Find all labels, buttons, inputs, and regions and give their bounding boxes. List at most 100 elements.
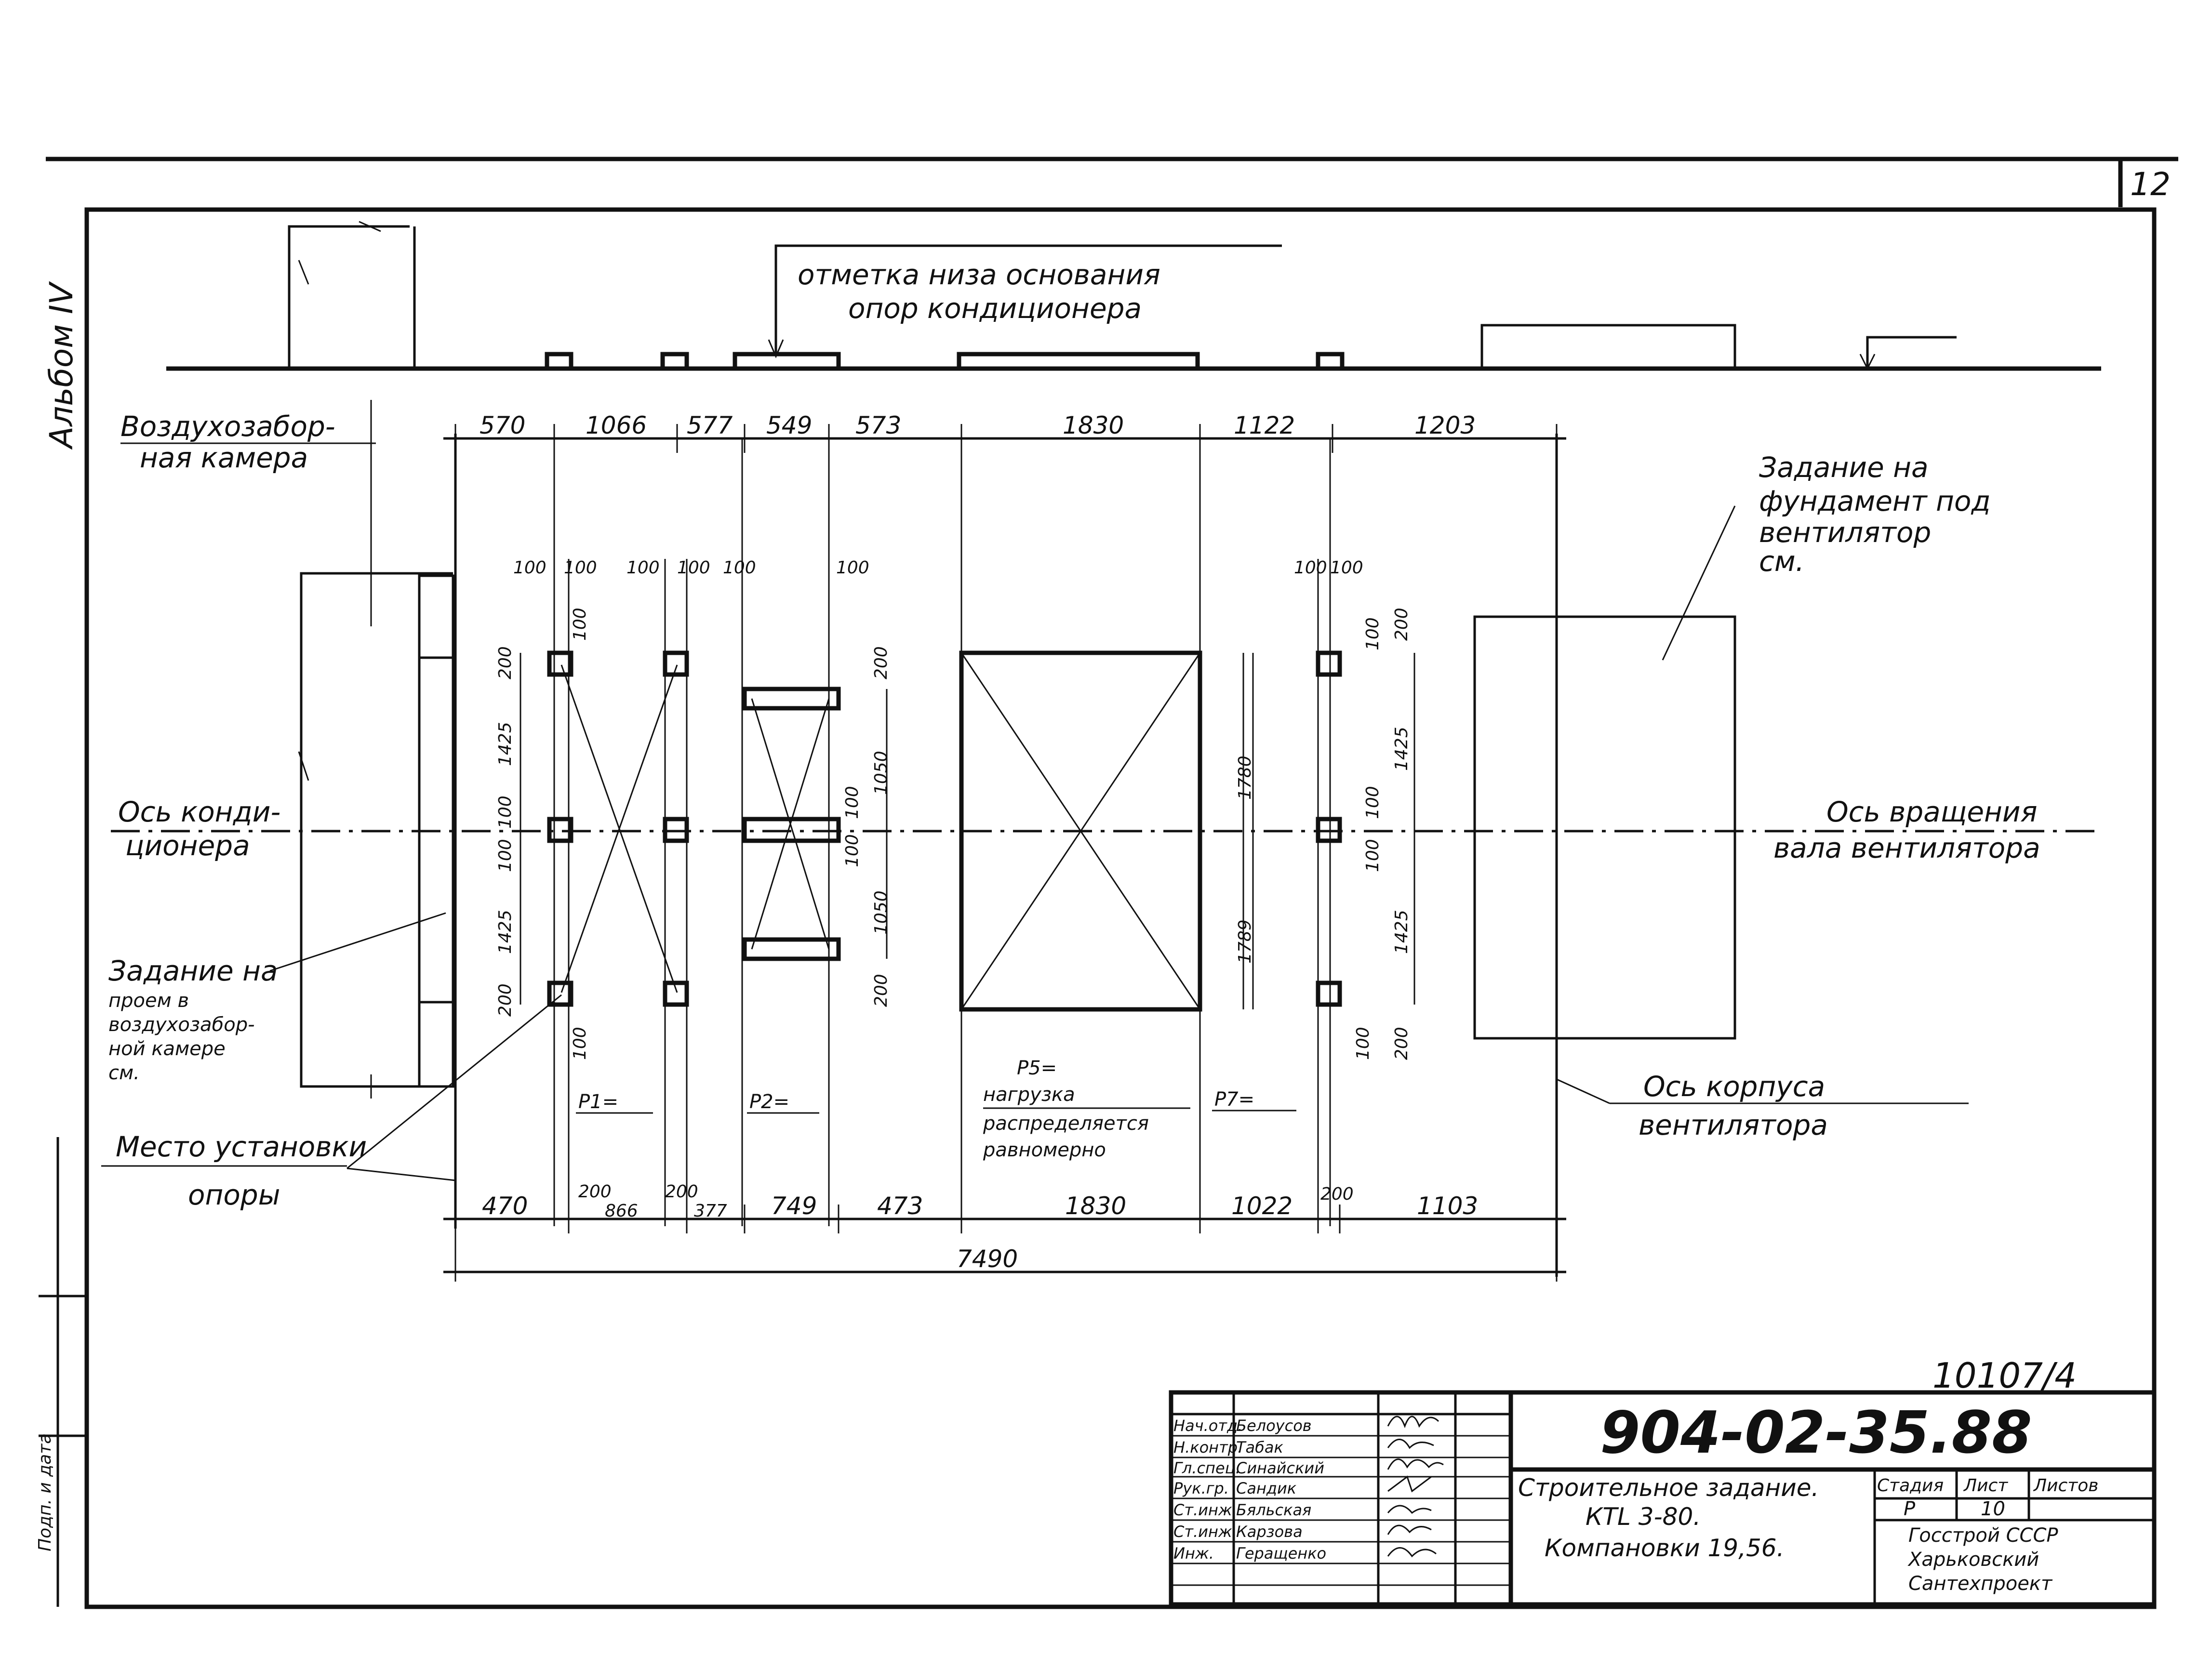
housing-label-1: Ось корпуса: [1643, 1070, 1825, 1103]
opening-leader: [269, 912, 446, 972]
opening-label-1: Задание на: [108, 954, 278, 987]
dim-top-4: 549: [766, 411, 812, 439]
title-block: [1169, 1390, 2157, 1607]
svg-text:100: 100: [495, 839, 515, 872]
svg-text:1425: 1425: [495, 722, 515, 766]
dim-bottom-6: 749: [771, 1192, 817, 1220]
name-6: Карзова: [1236, 1523, 1303, 1541]
intake-label-2: ная камера: [140, 441, 308, 474]
svg-text:100: 100: [513, 558, 546, 578]
title-line-2: КТL 3-80.: [1586, 1503, 1701, 1531]
sheet-value: 10: [1981, 1498, 2005, 1520]
svg-text:100: 100: [570, 1027, 590, 1060]
svg-text:1050: 1050: [871, 890, 891, 935]
housing-leader: [1556, 1078, 1610, 1104]
dim-bottom-9: 1022: [1231, 1192, 1293, 1220]
dim-top-2: 1066: [586, 411, 647, 439]
svg-text:100: 100: [842, 786, 862, 819]
fan-task-label-1: Задание на: [1759, 451, 1929, 484]
svg-text:100: 100: [723, 558, 756, 578]
dim-top-3: 577: [687, 411, 733, 439]
name-4: Сандик: [1236, 1479, 1297, 1497]
ac-axis-label-2: ционера: [125, 829, 250, 862]
name-5: Бяльская: [1236, 1501, 1311, 1519]
svg-text:200: 200: [1392, 1027, 1412, 1060]
fan-task-label-4: см.: [1759, 545, 1804, 578]
dim-top-1: 570: [480, 411, 525, 439]
title-line-1: Строительное задание.: [1518, 1474, 1819, 1502]
dim-bottom-4: 200: [665, 1182, 698, 1202]
sheet-header: Лист: [1963, 1476, 2008, 1496]
elevation-section: [166, 221, 2101, 371]
svg-text:100: 100: [626, 558, 660, 578]
support-label-2: опоры: [188, 1178, 280, 1211]
svg-text:100: 100: [1363, 617, 1383, 650]
role-4: Рук.гр.: [1173, 1479, 1229, 1497]
load-p2: P2=: [749, 1091, 789, 1113]
bottom-dimension-chain: [443, 1205, 1566, 1282]
svg-text:200: 200: [871, 646, 891, 679]
name-7: Геращенко: [1236, 1544, 1326, 1562]
support-label-1: Место установки: [116, 1130, 367, 1163]
load-label-1: нагрузка: [983, 1084, 1075, 1106]
central-unit: [959, 650, 1244, 1012]
name-3: Синайский: [1236, 1459, 1324, 1477]
svg-text:100: 100: [564, 558, 597, 578]
svg-text:200: 200: [871, 974, 891, 1007]
support-leader-1: [346, 994, 562, 1169]
svg-text:100: 100: [1294, 558, 1327, 578]
base-mark-label-2: опор кондиционера: [848, 292, 1142, 325]
svg-text:200: 200: [495, 983, 515, 1017]
fan-foundation: [1473, 615, 1736, 1040]
name-2: Табак: [1236, 1438, 1284, 1456]
dim-top-5: 573: [855, 411, 901, 439]
support-leader-2: [346, 1167, 456, 1181]
title-line-3: Компановки 19,56.: [1545, 1534, 1785, 1562]
sheets-header: Листов: [2033, 1476, 2098, 1496]
dimension-leaders: [520, 653, 1415, 1009]
dim-top-8: 1203: [1414, 411, 1476, 439]
svg-text:100: 100: [842, 834, 862, 867]
base-mark-label-1: отметка низа основания: [798, 258, 1160, 291]
fan-task-label-2: фундамент под: [1759, 485, 1991, 517]
plan-outline: [454, 434, 1558, 1277]
svg-text:100: 100: [836, 558, 869, 578]
svg-text:200: 200: [1392, 608, 1412, 641]
opening-label-2: проем в: [108, 990, 189, 1012]
support-dimension-labels: 100 100 100 100 100 100 100 100 200 1425…: [495, 558, 1412, 1060]
dim-bottom-11: 1103: [1417, 1192, 1478, 1220]
fan-task-label-3: вентилятор: [1759, 516, 1931, 549]
dim-bottom-10: 200: [1320, 1184, 1354, 1204]
drawing-frame: [84, 207, 2157, 1609]
ac-axis-label-1: Ось конди-: [118, 795, 280, 828]
role-5: Ст.инж.: [1173, 1501, 1237, 1519]
svg-text:1789: 1789: [1235, 919, 1255, 964]
fan-task-leader: [1662, 505, 1736, 661]
role-2: Н.контр.: [1173, 1438, 1242, 1456]
svg-text:1425: 1425: [1392, 727, 1412, 771]
role-3: Гл.спец.: [1173, 1459, 1240, 1477]
margin-stamp: Подп. и дата: [35, 1433, 55, 1551]
dim-total: 7490: [957, 1245, 1018, 1273]
sheet-number: 12: [2130, 166, 2171, 203]
signature-scribbles: [1387, 1416, 1444, 1558]
load-p1: P1=: [578, 1091, 618, 1113]
drawing-number: 10107/4: [1932, 1355, 2077, 1396]
dim-bottom-1: 470: [482, 1192, 528, 1220]
opening-label-4: ной камере: [108, 1038, 226, 1060]
load-label-2: распределяется: [983, 1112, 1149, 1135]
dim-bottom-2: 200: [578, 1182, 612, 1202]
org-line-2: Харьковский: [1907, 1549, 2039, 1571]
support-pads: [547, 650, 1342, 1007]
svg-text:200: 200: [495, 646, 515, 679]
air-intake-chamber: [298, 400, 454, 1099]
load-p7: P7=: [1214, 1088, 1254, 1111]
svg-text:100: 100: [1363, 839, 1383, 872]
intake-label-1: Воздухозабор-: [120, 410, 335, 443]
support-column-lines: [553, 438, 1331, 1226]
svg-text:100: 100: [677, 558, 710, 578]
svg-text:100: 100: [570, 608, 590, 641]
role-6: Ст.инж.: [1173, 1523, 1237, 1541]
svg-text:100: 100: [495, 795, 515, 829]
